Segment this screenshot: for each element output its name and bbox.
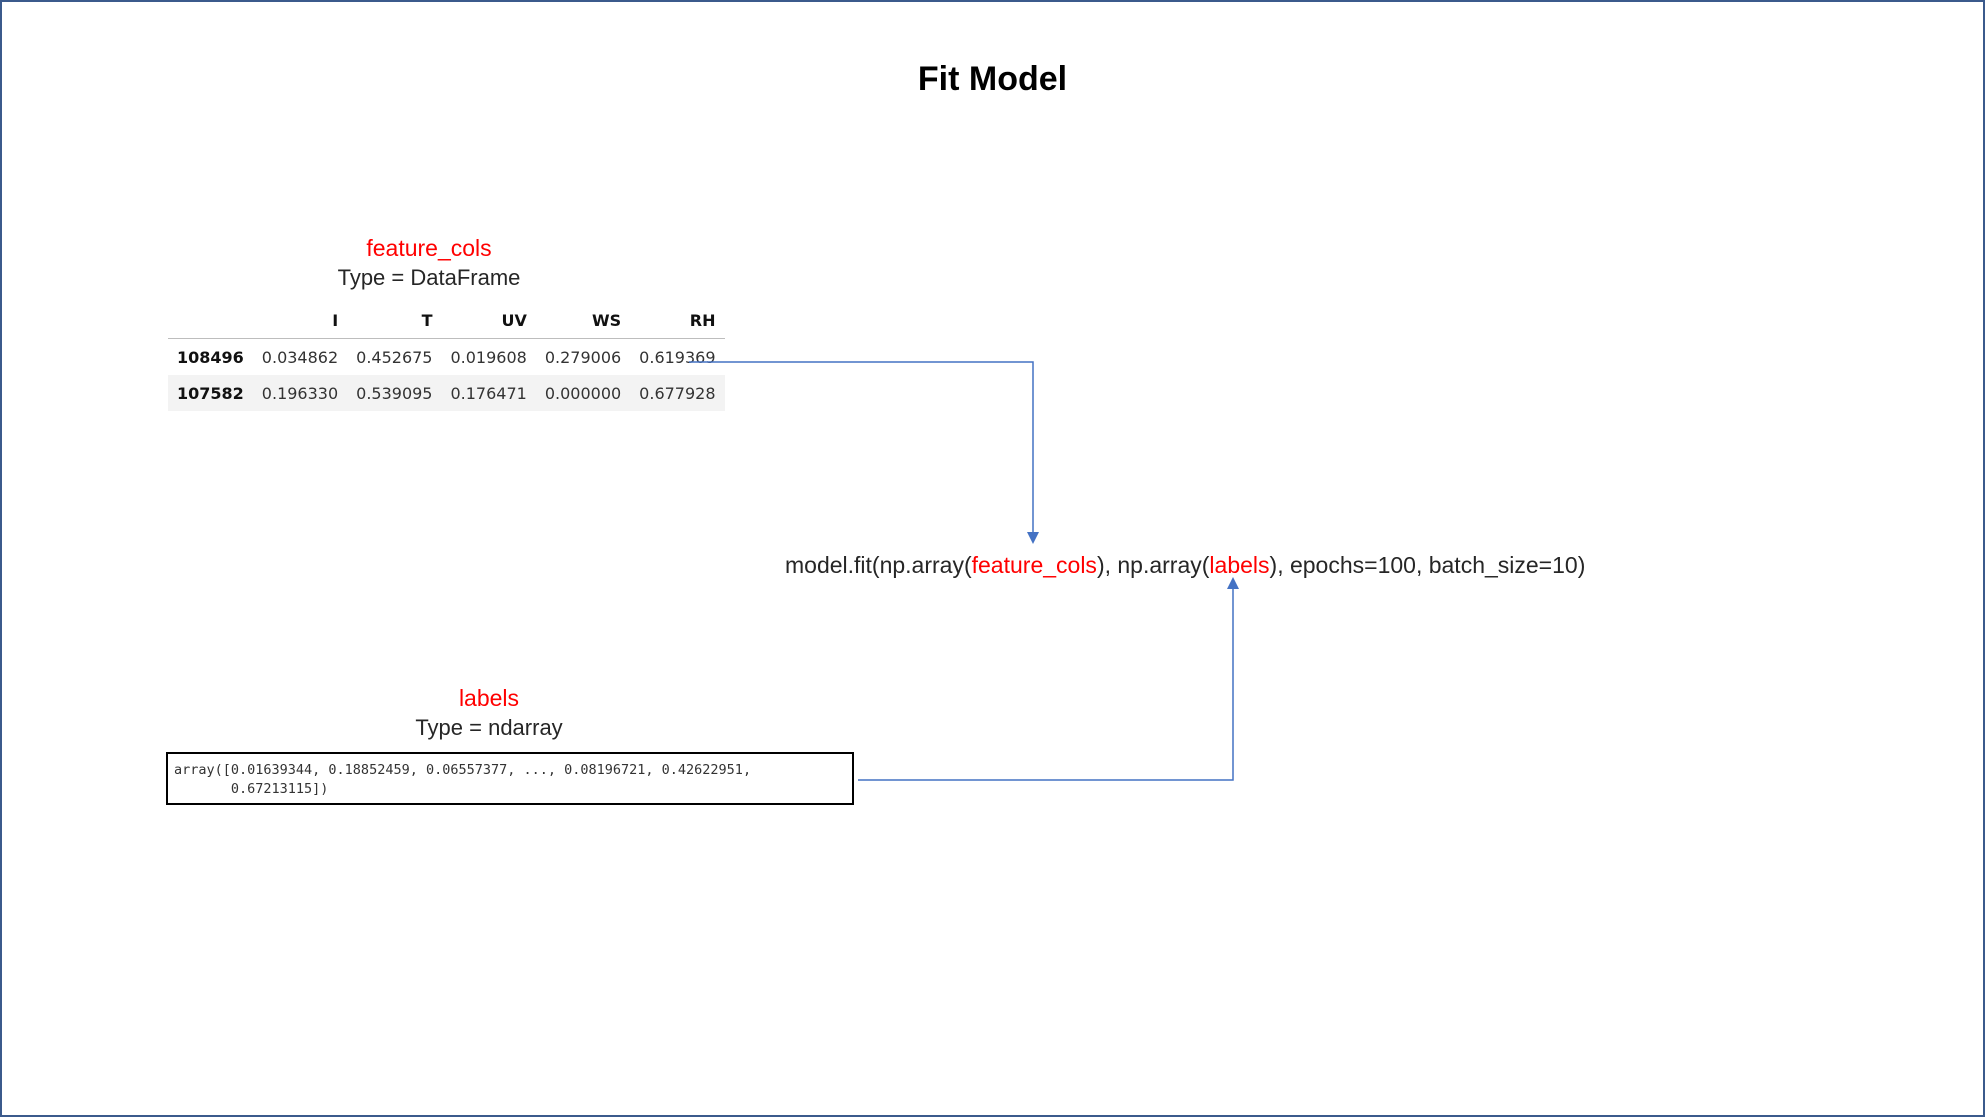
column-header-uv: UV (441, 302, 536, 339)
expr-arg-feature-cols: feature_cols (971, 552, 1097, 578)
expr-part-3: ), epochs=100, batch_size=10) (1269, 552, 1586, 578)
row-index: 107582 (177, 383, 244, 403)
table-cell: 0.019608 (450, 347, 527, 367)
slide-title: Fit Model (917, 60, 1068, 98)
table-cell: 0.196330 (261, 383, 339, 403)
labels-connector (858, 587, 1234, 781)
table-cell: 0.677928 (639, 383, 716, 403)
column-header-ws: WS (535, 302, 631, 339)
labels-name: labels (458, 685, 520, 711)
column-header-t: T (347, 302, 442, 339)
table-cell: 0.176471 (450, 383, 527, 403)
table-cell: 0.034862 (261, 347, 339, 367)
array-line-2: 0.67213115]) (174, 781, 329, 797)
array-line-1: array([0.01639344, 0.18852459, 0.0655737… (174, 762, 752, 778)
table-row: 107582 0.196330 0.539095 0.176471 0.0000… (168, 375, 725, 411)
table-cell: 0.452675 (356, 347, 433, 367)
expr-part-2: ), np.array( (1096, 552, 1210, 578)
feature-cols-table: I T UV WS RH 108496 0.034862 0.452675 0.… (168, 302, 725, 411)
model-fit-expression: model.fit(np.array(feature_cols), np.arr… (785, 552, 1585, 579)
feature-cols-connector (689, 361, 1034, 534)
feature-cols-arrowhead (1027, 532, 1039, 544)
row-index: 108496 (177, 347, 244, 367)
expr-part-1: model.fit(np.array( (785, 552, 972, 578)
column-header-i: I (252, 302, 348, 339)
table-row: 108496 0.034862 0.452675 0.019608 0.2790… (168, 338, 725, 375)
table-cell: 0.539095 (356, 383, 433, 403)
table-cell: 0.279006 (544, 347, 622, 367)
feature-cols-name: feature_cols (366, 235, 492, 261)
index-column-header (168, 302, 253, 339)
column-header-rh: RH (630, 302, 725, 339)
labels-array-output: array([0.01639344, 0.18852459, 0.0655737… (166, 752, 854, 805)
table-header-row: I T UV WS RH (168, 302, 725, 339)
expr-arg-labels: labels (1209, 552, 1270, 578)
labels-arrowhead (1227, 577, 1239, 589)
table-cell: 0.000000 (544, 383, 622, 403)
labels-type: Type = ndarray (415, 715, 563, 740)
feature-cols-type: Type = DataFrame (337, 265, 521, 290)
